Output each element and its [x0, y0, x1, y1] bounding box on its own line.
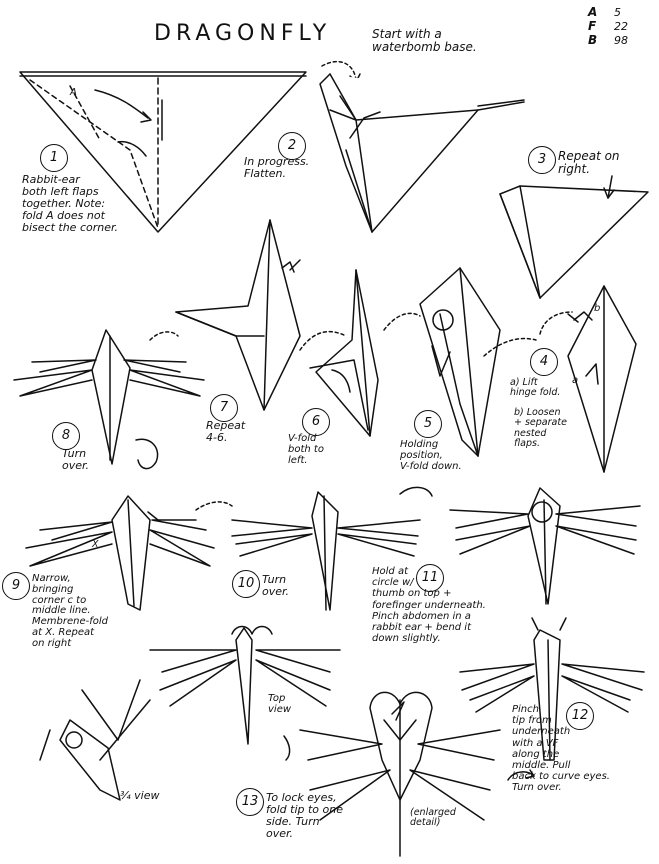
- signature-date: 5 22 98: [614, 6, 628, 47]
- step-9-number: 9: [2, 572, 30, 600]
- step-4-label-a: a: [572, 375, 579, 386]
- step-6-text: V-fold both to left.: [288, 433, 324, 466]
- signature-initials: A F B: [588, 5, 598, 47]
- step-12-number: 12: [566, 702, 594, 730]
- step-3-number: 3: [528, 146, 556, 174]
- step-5-number: 5: [414, 410, 442, 438]
- step11-drawing: [449, 487, 641, 605]
- step-11-number: 11: [416, 564, 444, 592]
- step8-drawing: [13, 329, 205, 470]
- step-7-number: 7: [210, 394, 238, 422]
- step-5-text: Holding position, V-fold down.: [400, 439, 462, 472]
- step10-drawing: [231, 486, 433, 611]
- step-2-number: 2: [278, 132, 306, 160]
- page-title: DRAGONFLY: [154, 21, 332, 46]
- page-subtitle: Start with a waterbomb base.: [372, 27, 477, 54]
- step-10-text: Turn over.: [262, 573, 290, 598]
- step9-drawing: [25, 495, 233, 611]
- step-11-text: Hold at circle w/ thumb on top + forefin…: [372, 566, 486, 645]
- step13-drawing: [149, 625, 341, 761]
- step1-drawing: [19, 71, 307, 233]
- step-8-number: 8: [52, 422, 80, 450]
- step3-drawing: [499, 175, 649, 299]
- step4-drawing: [539, 285, 637, 473]
- step-4-number: 4: [530, 348, 558, 376]
- step-1-label-a: A: [70, 87, 77, 98]
- step-13-text: To lock eyes, fold tip to one side. Turn…: [266, 791, 343, 840]
- three-quarter-view-label: ¾ view: [120, 789, 160, 802]
- three-quarter-view-drawing: [39, 679, 151, 801]
- step-3-text: Repeat on right.: [558, 149, 620, 176]
- step-12-text: Pinch tip from underneath with a VF alon…: [512, 704, 610, 794]
- step-9-label-x: X: [92, 539, 99, 550]
- step12-drawing: [459, 617, 645, 781]
- step-7-text: Repeat 4-6.: [206, 419, 246, 444]
- enlarged-detail-drawing: [299, 691, 501, 857]
- step-2-text: In progress. Flatten.: [244, 155, 310, 180]
- step5-drawing: [419, 267, 537, 457]
- step7-drawing: [175, 219, 347, 411]
- step6-drawing: [309, 269, 421, 437]
- step-9-text: Narrow, bringing corner c to middle line…: [32, 573, 108, 649]
- enlarged-detail-label: (enlarged detail): [410, 807, 456, 829]
- step-4-label-b: b: [594, 303, 601, 314]
- top-view-label: Top view: [268, 693, 292, 715]
- step-4-text-a: a) Lift hinge fold.: [510, 377, 561, 399]
- step-8-text: Turn over.: [62, 447, 90, 472]
- step-13-number: 13: [236, 788, 264, 816]
- step-1-number: 1: [40, 144, 68, 172]
- step-6-number: 6: [302, 408, 330, 436]
- step-1-text: Rabbit-ear both left flaps together. Not…: [22, 173, 118, 234]
- step2-drawing: [319, 73, 525, 233]
- step-4-text-b: b) Loosen + separate nested flaps.: [514, 407, 567, 449]
- step-10-number: 10: [232, 570, 260, 598]
